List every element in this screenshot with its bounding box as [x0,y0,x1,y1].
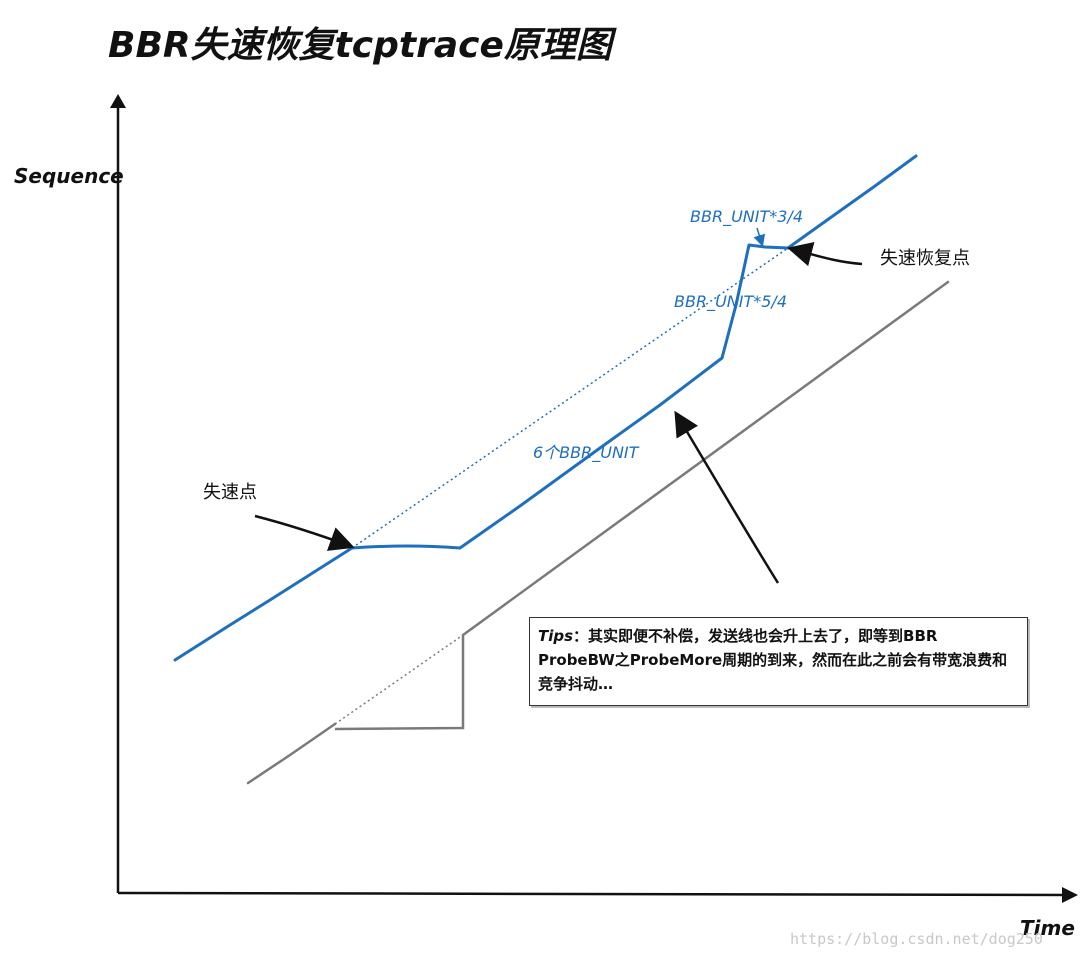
ack-line [246,280,950,785]
tips-text: ：其实即便不补偿，发送线也会升上去了，即等到BBR ProbeBW之ProbeM… [538,627,1008,693]
label-unit-3-4: BBR_UNIT*3/4 [690,207,803,227]
stall-point-arrow-icon [254,514,355,551]
tips-key: Tips [538,627,574,645]
unit-3-4-arrow-icon [753,227,766,247]
send-line-dotted [351,247,789,549]
tips-arrow-icon [674,410,780,584]
axes [110,94,1078,903]
tips-box: Tips：其实即便不补偿，发送线也会升上去了，即等到BBR ProbeBW之Pr… [529,617,1028,706]
label-six-units: 6个BBR_UNIT [533,443,640,463]
send-line [173,154,918,662]
label-unit-5-4: BBR_UNIT*5/4 [674,292,787,312]
ack-line-dotted [334,634,464,725]
watermark: https://blog.csdn.net/dog250 [790,930,1043,948]
y-axis-label: Sequence [14,164,124,188]
label-stall-point: 失速点 [203,482,257,503]
x-axis-label: Time [1020,916,1075,940]
y-axis-arrow-icon [110,94,126,108]
diagram-title: BBR失速恢复tcptrace原理图 [108,25,617,66]
label-recovery-point: 失速恢复点 [880,248,970,269]
x-axis-arrow-icon [1062,887,1078,903]
x-axis [117,891,1071,897]
recovery-point-arrow-icon [787,241,863,267]
